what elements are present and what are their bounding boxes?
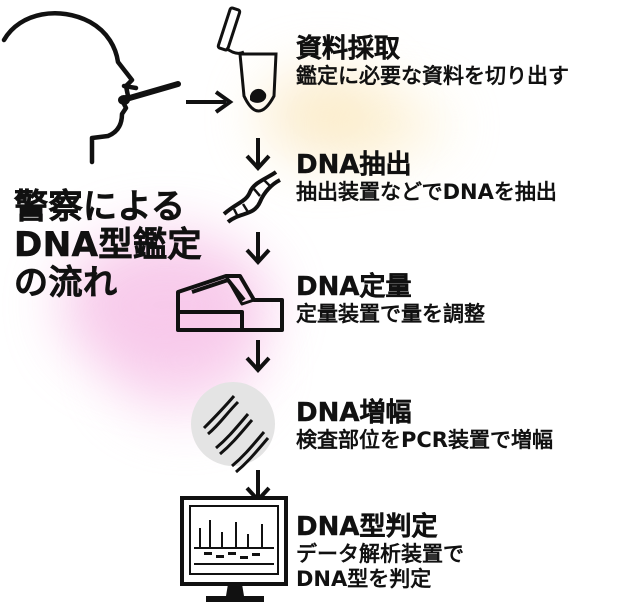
sample-tube-icon [216,6,278,113]
swab-icon [118,81,181,105]
title-line: 警察による [14,187,186,227]
step-description: 抽出装置などでDNAを抽出 [296,180,557,204]
title-line: の流れ [14,263,118,303]
step-sample-collection: 資料採取 鑑定に必要な資料を切り出す [296,34,569,89]
title-line: DNA型鑑定 [14,225,202,265]
sample-piece-icon [250,88,267,103]
step-dna-amplification: DNA増幅 検査部位をPCR装置で増幅 [296,398,553,453]
dna-strands-icon [202,395,270,474]
dna-helix-icon [222,170,281,224]
step-heading: DNA定量 [296,272,412,302]
person-head-icon [1,11,139,165]
step-dna-quantification: DNA定量 定量装置で量を調整 [296,272,485,327]
step-description: データ解析装置で DNA型を判定 [296,542,464,591]
pcr-circle [191,382,275,466]
step-description: 鑑定に必要な資料を切り出す [296,64,569,88]
step-description: 定量装置で量を調整 [296,302,485,326]
diagram-title: 警察による DNA型鑑定 の流れ [14,187,202,303]
arrow-down-icon [245,138,271,503]
quantification-device-icon [176,274,284,332]
arrow-right-icon [186,90,234,114]
step-dna-extraction: DNA抽出 抽出装置などでDNAを抽出 [296,150,557,205]
step-heading: DNA抽出 [296,150,412,180]
step-heading: 資料採取 [296,34,401,64]
step-heading: DNA型判定 [296,512,438,542]
step-description: 検査部位をPCR装置で増幅 [296,428,553,452]
step-dna-typing: DNA型判定 データ解析装置で DNA型を判定 [296,512,464,592]
step-heading: DNA増幅 [296,398,412,428]
monitor-icon [180,496,288,602]
